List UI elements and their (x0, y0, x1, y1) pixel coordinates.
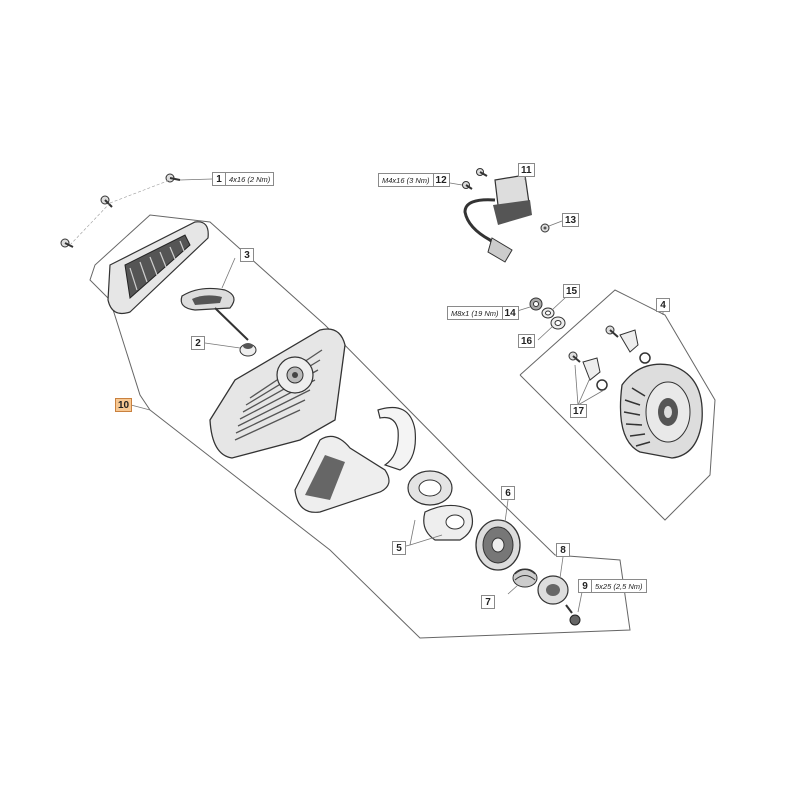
callout-number: 3 (240, 248, 254, 262)
callout-spec: 4x16 (2 Nm) (226, 172, 275, 186)
callout-3[interactable]: 3 (240, 248, 254, 262)
callout-12[interactable]: M4x16 (3 Nm) 12 (378, 173, 450, 187)
callout-number: 15 (563, 284, 581, 298)
callout-spec: 5x25 (2,5 Nm) (592, 579, 647, 593)
guard-spring-icon (377, 406, 417, 471)
callout-7[interactable]: 7 (481, 595, 495, 609)
callout-4[interactable]: 4 (656, 298, 670, 312)
callout-15[interactable]: 15 (563, 284, 581, 298)
screw-icon (462, 168, 488, 190)
ignition-module-icon (463, 174, 532, 263)
assembly-10-outline (89, 214, 631, 639)
starter-housing-icon (209, 328, 346, 459)
rope-pulley-icon (475, 519, 521, 571)
callout-16[interactable]: 16 (518, 334, 536, 348)
callout-14[interactable]: M8x1 (19 Nm) 14 (447, 306, 519, 320)
callout-number: 4 (656, 298, 670, 312)
nut-icon (529, 297, 543, 311)
callout-number: 9 (578, 579, 592, 593)
filter-cover-icon (107, 221, 209, 315)
callout-6[interactable]: 6 (501, 486, 515, 500)
washer-icon (541, 307, 566, 330)
callout-number: 1 (212, 172, 226, 186)
callout-number: 13 (562, 213, 580, 227)
guard-plate-icon (294, 435, 390, 513)
starter-handle-icon (180, 287, 235, 311)
pawl-spring-icon (512, 568, 538, 588)
callout-number: 14 (501, 306, 519, 320)
rope-guide-icon (239, 343, 257, 357)
callout-number: 8 (556, 543, 570, 557)
callout-11[interactable]: 11 (518, 163, 535, 177)
screw-icon (565, 604, 581, 626)
callout-number: 6 (501, 486, 515, 500)
callout-spec: M4x16 (3 Nm) (378, 173, 433, 187)
pawl-carrier-icon (537, 575, 569, 605)
flywheel-icon (619, 363, 703, 459)
callout-number: 12 (432, 173, 450, 187)
callout-number: 16 (518, 334, 536, 348)
callout-1[interactable]: 1 4x16 (2 Nm) (212, 172, 275, 186)
callout-number: 17 (570, 404, 588, 418)
callout-number: 5 (392, 541, 406, 555)
callout-5[interactable]: 5 (392, 541, 406, 555)
callout-8[interactable]: 8 (556, 543, 570, 557)
callout-10[interactable]: 10 (115, 398, 133, 412)
callout-9[interactable]: 9 5x25 (2,5 Nm) (578, 579, 647, 593)
callout-spec: M8x1 (19 Nm) (447, 306, 502, 320)
callout-number: 7 (481, 595, 495, 609)
spring-cassette-icon (407, 470, 473, 541)
washer-icon (540, 223, 550, 233)
callout-17[interactable]: 17 (570, 404, 588, 418)
assembly-4-outline (519, 289, 716, 521)
pawl-icon (568, 325, 651, 391)
callout-number: 11 (518, 163, 535, 177)
callout-number: 2 (191, 336, 205, 350)
callout-2[interactable]: 2 (191, 336, 205, 350)
screw-icon (60, 173, 181, 248)
callout-number: 10 (115, 398, 133, 412)
callout-13[interactable]: 13 (562, 213, 580, 227)
